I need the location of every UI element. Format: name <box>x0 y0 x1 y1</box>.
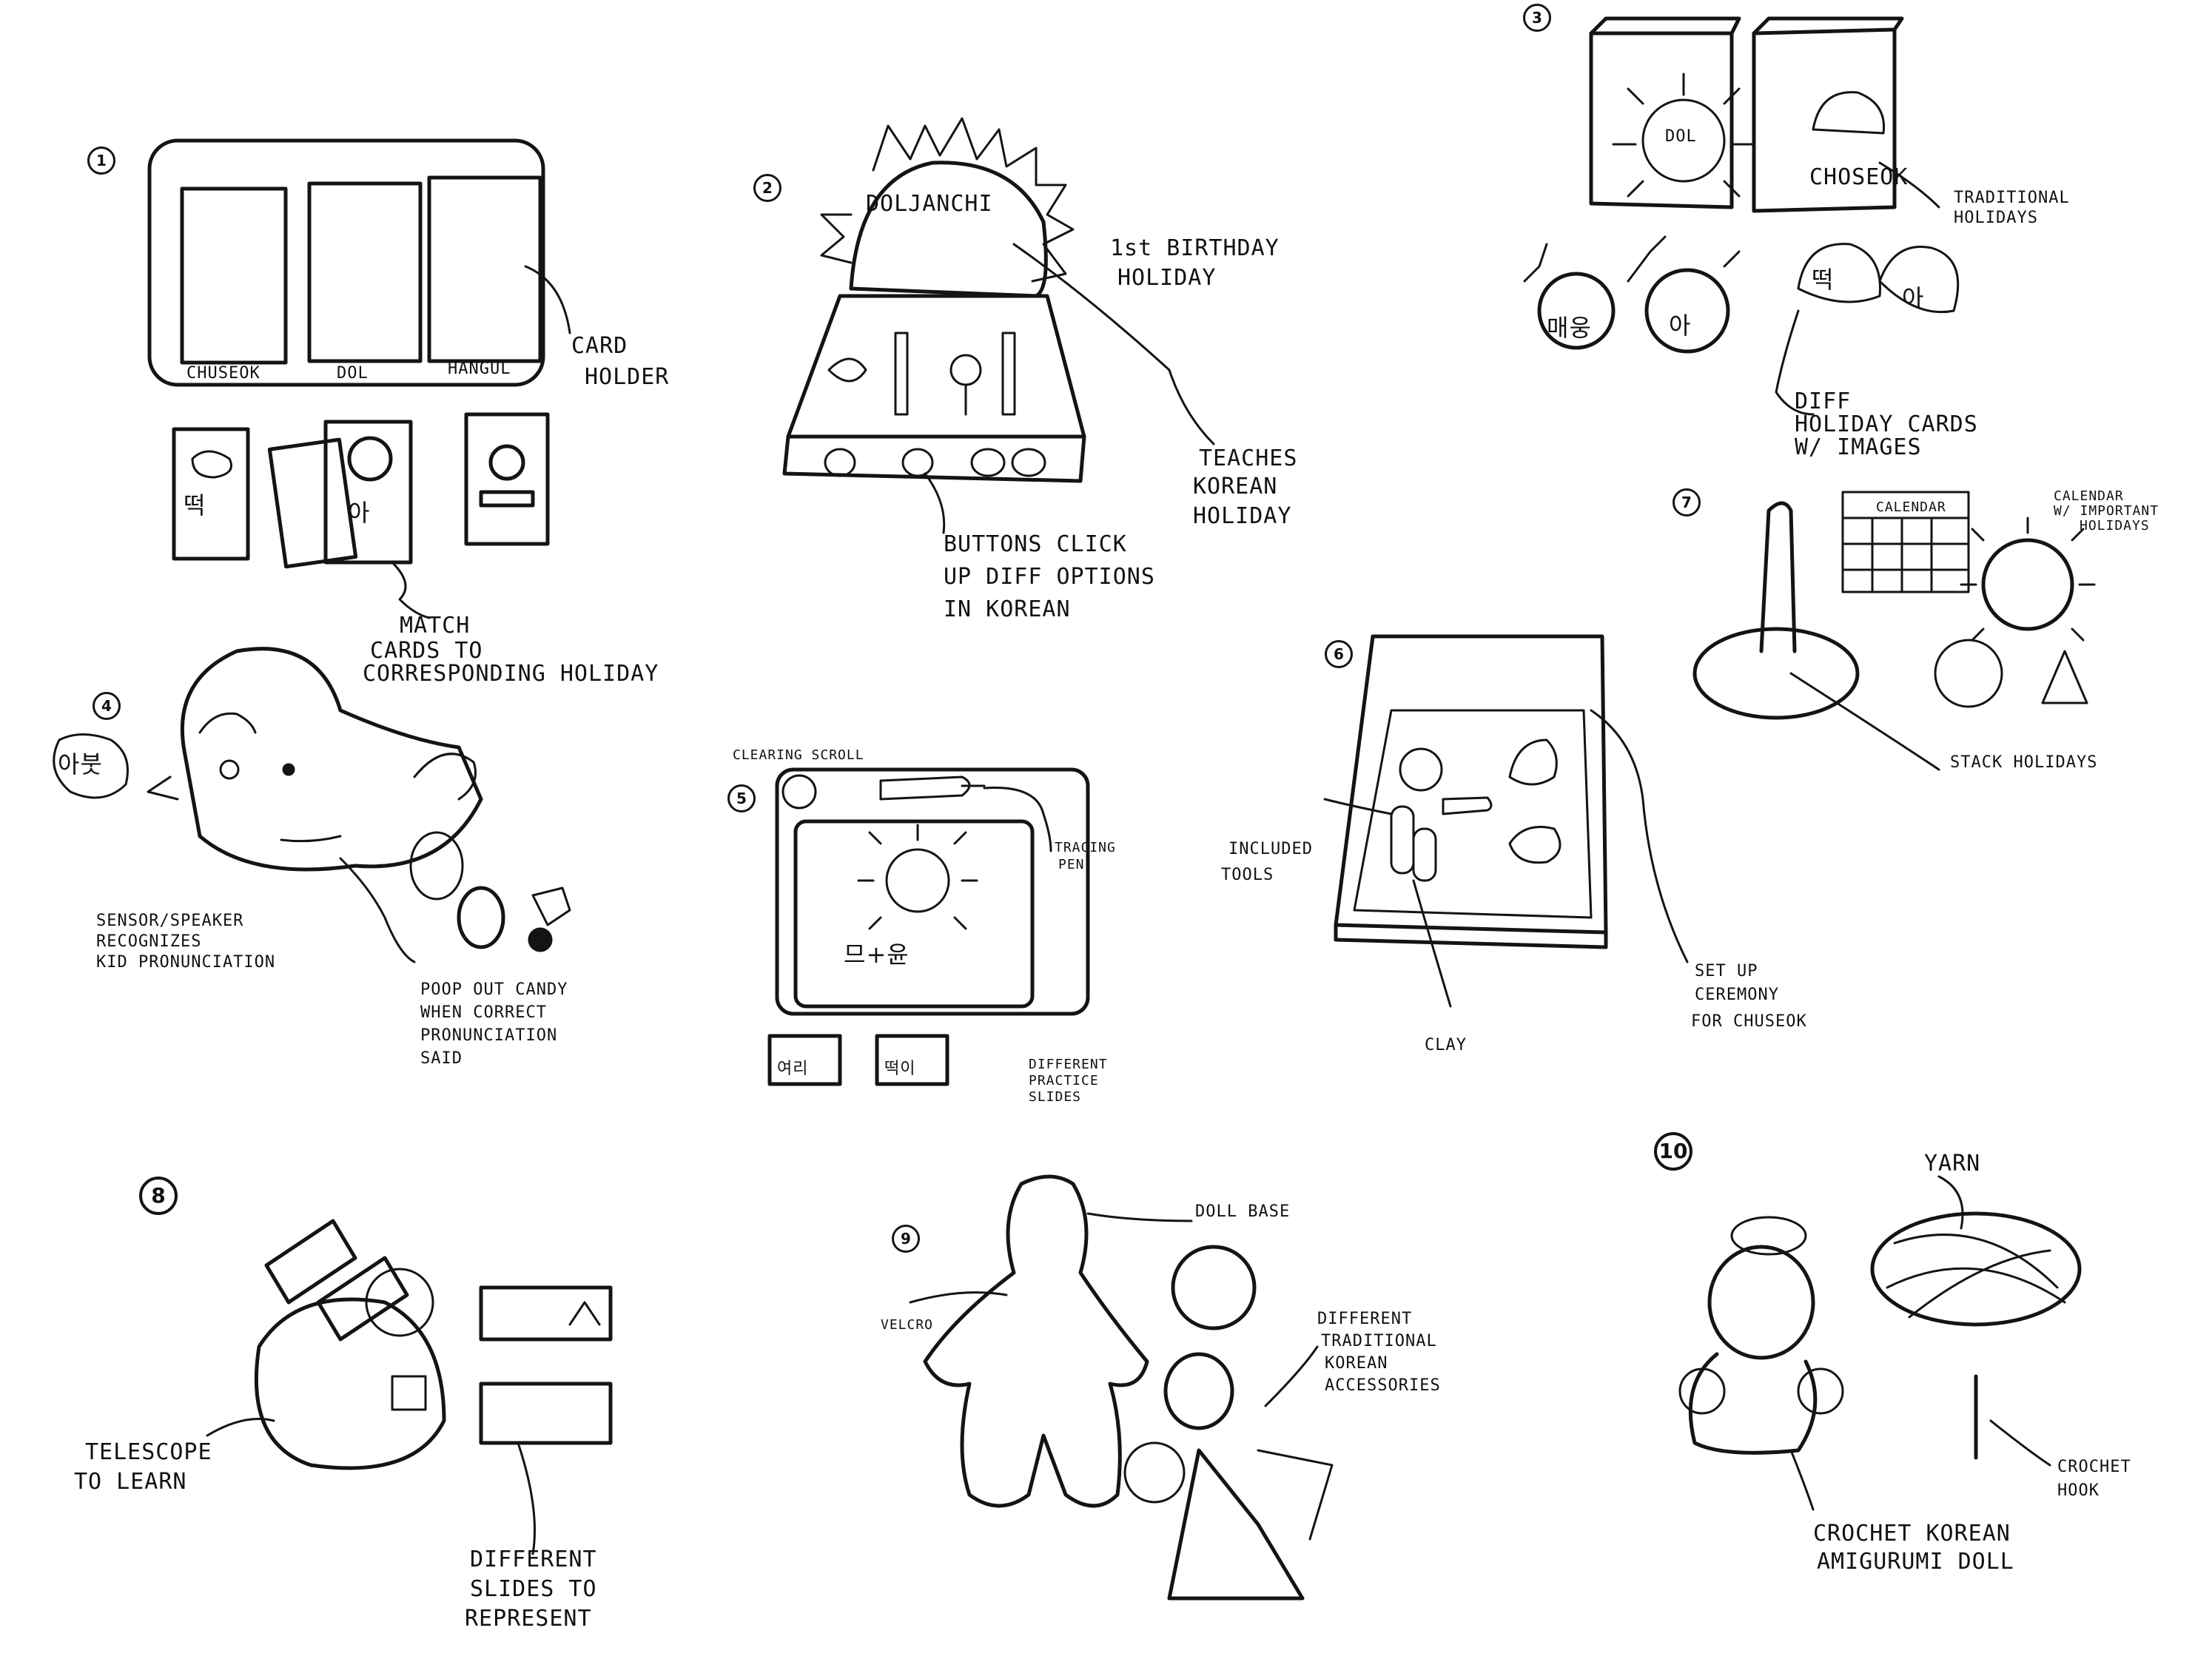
label-yarn: YARN <box>1924 1151 1981 1177</box>
sketch-7-stacker <box>1692 491 2096 771</box>
label-pronunciation: PRONUNCIATION <box>420 1026 558 1045</box>
label-included: INCLUDED <box>1228 840 1313 858</box>
label-holiday: HOLIDAY <box>1193 503 1292 529</box>
label-dol: DOL <box>337 364 369 383</box>
label-practice: PRACTICE <box>1029 1073 1099 1088</box>
speech-korean: 아붓 <box>58 750 103 778</box>
label-cal-holidays: HOLIDAYS <box>2080 518 2150 534</box>
label-acc-accessories: ACCESSORIES <box>1325 1376 1441 1395</box>
sketch-10-amigurumi <box>1678 1175 2082 1511</box>
label-different: DIFFERENT <box>1029 1057 1108 1072</box>
label-calendar: CALENDAR <box>2054 488 2124 504</box>
label-telescope: TELESCOPE <box>85 1439 212 1465</box>
label-holiday-cards: HOLIDAY CARDS <box>1795 411 1978 437</box>
label-w-images: W/ IMAGES <box>1795 434 1922 460</box>
slide-korean-2: 떡이 <box>884 1060 916 1078</box>
label-teaches: TEACHES <box>1199 445 1298 471</box>
sketch-2-doljanchi <box>782 117 1215 534</box>
calendar-title: CALENDAR <box>1876 499 1946 515</box>
doljanchi-title: DOLJANCHI <box>866 191 993 217</box>
sketch-number-7: 7 <box>1673 488 1701 516</box>
label-birthday-holiday: HOLIDAY <box>1117 265 1217 291</box>
label-clearing-scroll: CLEARING SCROLL <box>733 747 864 763</box>
sketch-number-3: 3 <box>1523 4 1551 32</box>
sketch-number-10: 10 <box>1654 1132 1692 1171</box>
box-choseok: CHOSEOK <box>1809 164 1909 190</box>
label-corresponding: CORRESPONDING HOLIDAY <box>363 661 659 687</box>
label-diff-slides-1: DIFFERENT <box>470 1547 597 1572</box>
card-korean-4: 아 <box>1669 312 1692 340</box>
label-hook: HOOK <box>2057 1481 2100 1500</box>
label-w-important: W/ IMPORTANT <box>2054 503 2159 519</box>
label-acc-different: DIFFERENT <box>1317 1310 1413 1328</box>
label-traditional: TRADITIONAL <box>1954 189 2070 207</box>
label-doll-base: DOLL BASE <box>1195 1202 1291 1221</box>
label-in-korean: IN KOREAN <box>944 596 1071 622</box>
label-represent: REPRESENT <box>465 1606 592 1632</box>
label-card: CARD <box>571 333 628 359</box>
label-acc-traditional: TRADITIONAL <box>1321 1332 1437 1350</box>
label-crochet-korean: CROCHET KOREAN <box>1813 1521 2011 1547</box>
slide-korean-1: 여리 <box>777 1060 809 1078</box>
label-tracing: TRACING <box>1055 840 1116 855</box>
label-to-learn: TO LEARN <box>74 1469 187 1495</box>
sketch-number-4: 4 <box>93 692 121 720</box>
label-poop-out: POOP OUT CANDY <box>420 980 568 999</box>
card-korean-2: 아 <box>348 499 371 527</box>
card-korean-1: 떡 <box>184 491 206 519</box>
label-ceremony: CEREMONY <box>1695 986 1779 1004</box>
sketch-number-6: 6 <box>1325 640 1353 668</box>
sketch-number-8: 8 <box>139 1177 178 1215</box>
card-korean-5: 떡 <box>1812 266 1835 294</box>
label-korean: KOREAN <box>1193 474 1278 499</box>
label-1st-birthday: 1st BIRTHDAY <box>1110 235 1280 261</box>
sketch-9-doll <box>909 1174 1334 1601</box>
card-korean-6: 아 <box>1902 284 1925 312</box>
label-kid-pronunciation: KID PRONUNCIATION <box>96 953 276 972</box>
label-buttons-click: BUTTONS CLICK <box>944 531 1127 557</box>
label-acc-korean: KOREAN <box>1325 1354 1388 1373</box>
label-holidays: HOLIDAYS <box>1954 209 2038 227</box>
label-diff-slides-2: SLIDES TO <box>470 1576 597 1602</box>
tablet-korean: 므+윤 <box>844 940 910 969</box>
sketch-8-telescope <box>206 1219 613 1555</box>
label-said: SAID <box>420 1049 463 1068</box>
label-up-diff-options: UP DIFF OPTIONS <box>944 564 1155 590</box>
label-when-correct: WHEN CORRECT <box>420 1003 547 1022</box>
sketch-5-tracing-tablet <box>767 767 1090 1086</box>
label-amigurumi: AMIGURUMI DOLL <box>1817 1549 2014 1575</box>
label-slides: SLIDES <box>1029 1089 1082 1105</box>
label-chuseok: CHUSEOK <box>186 364 260 383</box>
label-stack-holidays: STACK HOLIDAYS <box>1950 753 2098 772</box>
label-cards-to: CARDS TO <box>370 638 483 664</box>
card-korean-3: 매웅 <box>1547 314 1592 342</box>
label-velcro: VELCRO <box>881 1317 934 1333</box>
label-clay: CLAY <box>1425 1036 1467 1054</box>
label-for-chuseok: FOR CHUSEOK <box>1691 1012 1807 1031</box>
sketch-4-bird <box>53 647 571 963</box>
label-crochet: CROCHET <box>2057 1458 2131 1476</box>
sketch-6-clay-set <box>1323 634 1689 1008</box>
label-hangul: HANGUL <box>448 360 511 378</box>
sketch-number-1: 1 <box>87 147 115 175</box>
sketch-number-2: 2 <box>753 174 781 202</box>
label-holder: HOLDER <box>585 364 670 390</box>
label-diff: DIFF <box>1795 388 1852 414</box>
sketch-number-5: 5 <box>727 784 756 812</box>
label-sensor-speaker: SENSOR/SPEAKER <box>96 912 244 930</box>
label-pen: PEN <box>1058 857 1085 872</box>
label-recognizes: RECOGNIZES <box>96 932 202 951</box>
label-match: MATCH <box>400 613 471 639</box>
sketch-1-card-holder <box>147 138 571 619</box>
label-tools: TOOLS <box>1221 866 1274 884</box>
sketch-number-9: 9 <box>892 1225 920 1253</box>
sketch-3-holiday-boxes <box>1523 16 1960 416</box>
box-dol: DOL <box>1665 127 1697 146</box>
label-set-up: SET UP <box>1695 962 1758 980</box>
